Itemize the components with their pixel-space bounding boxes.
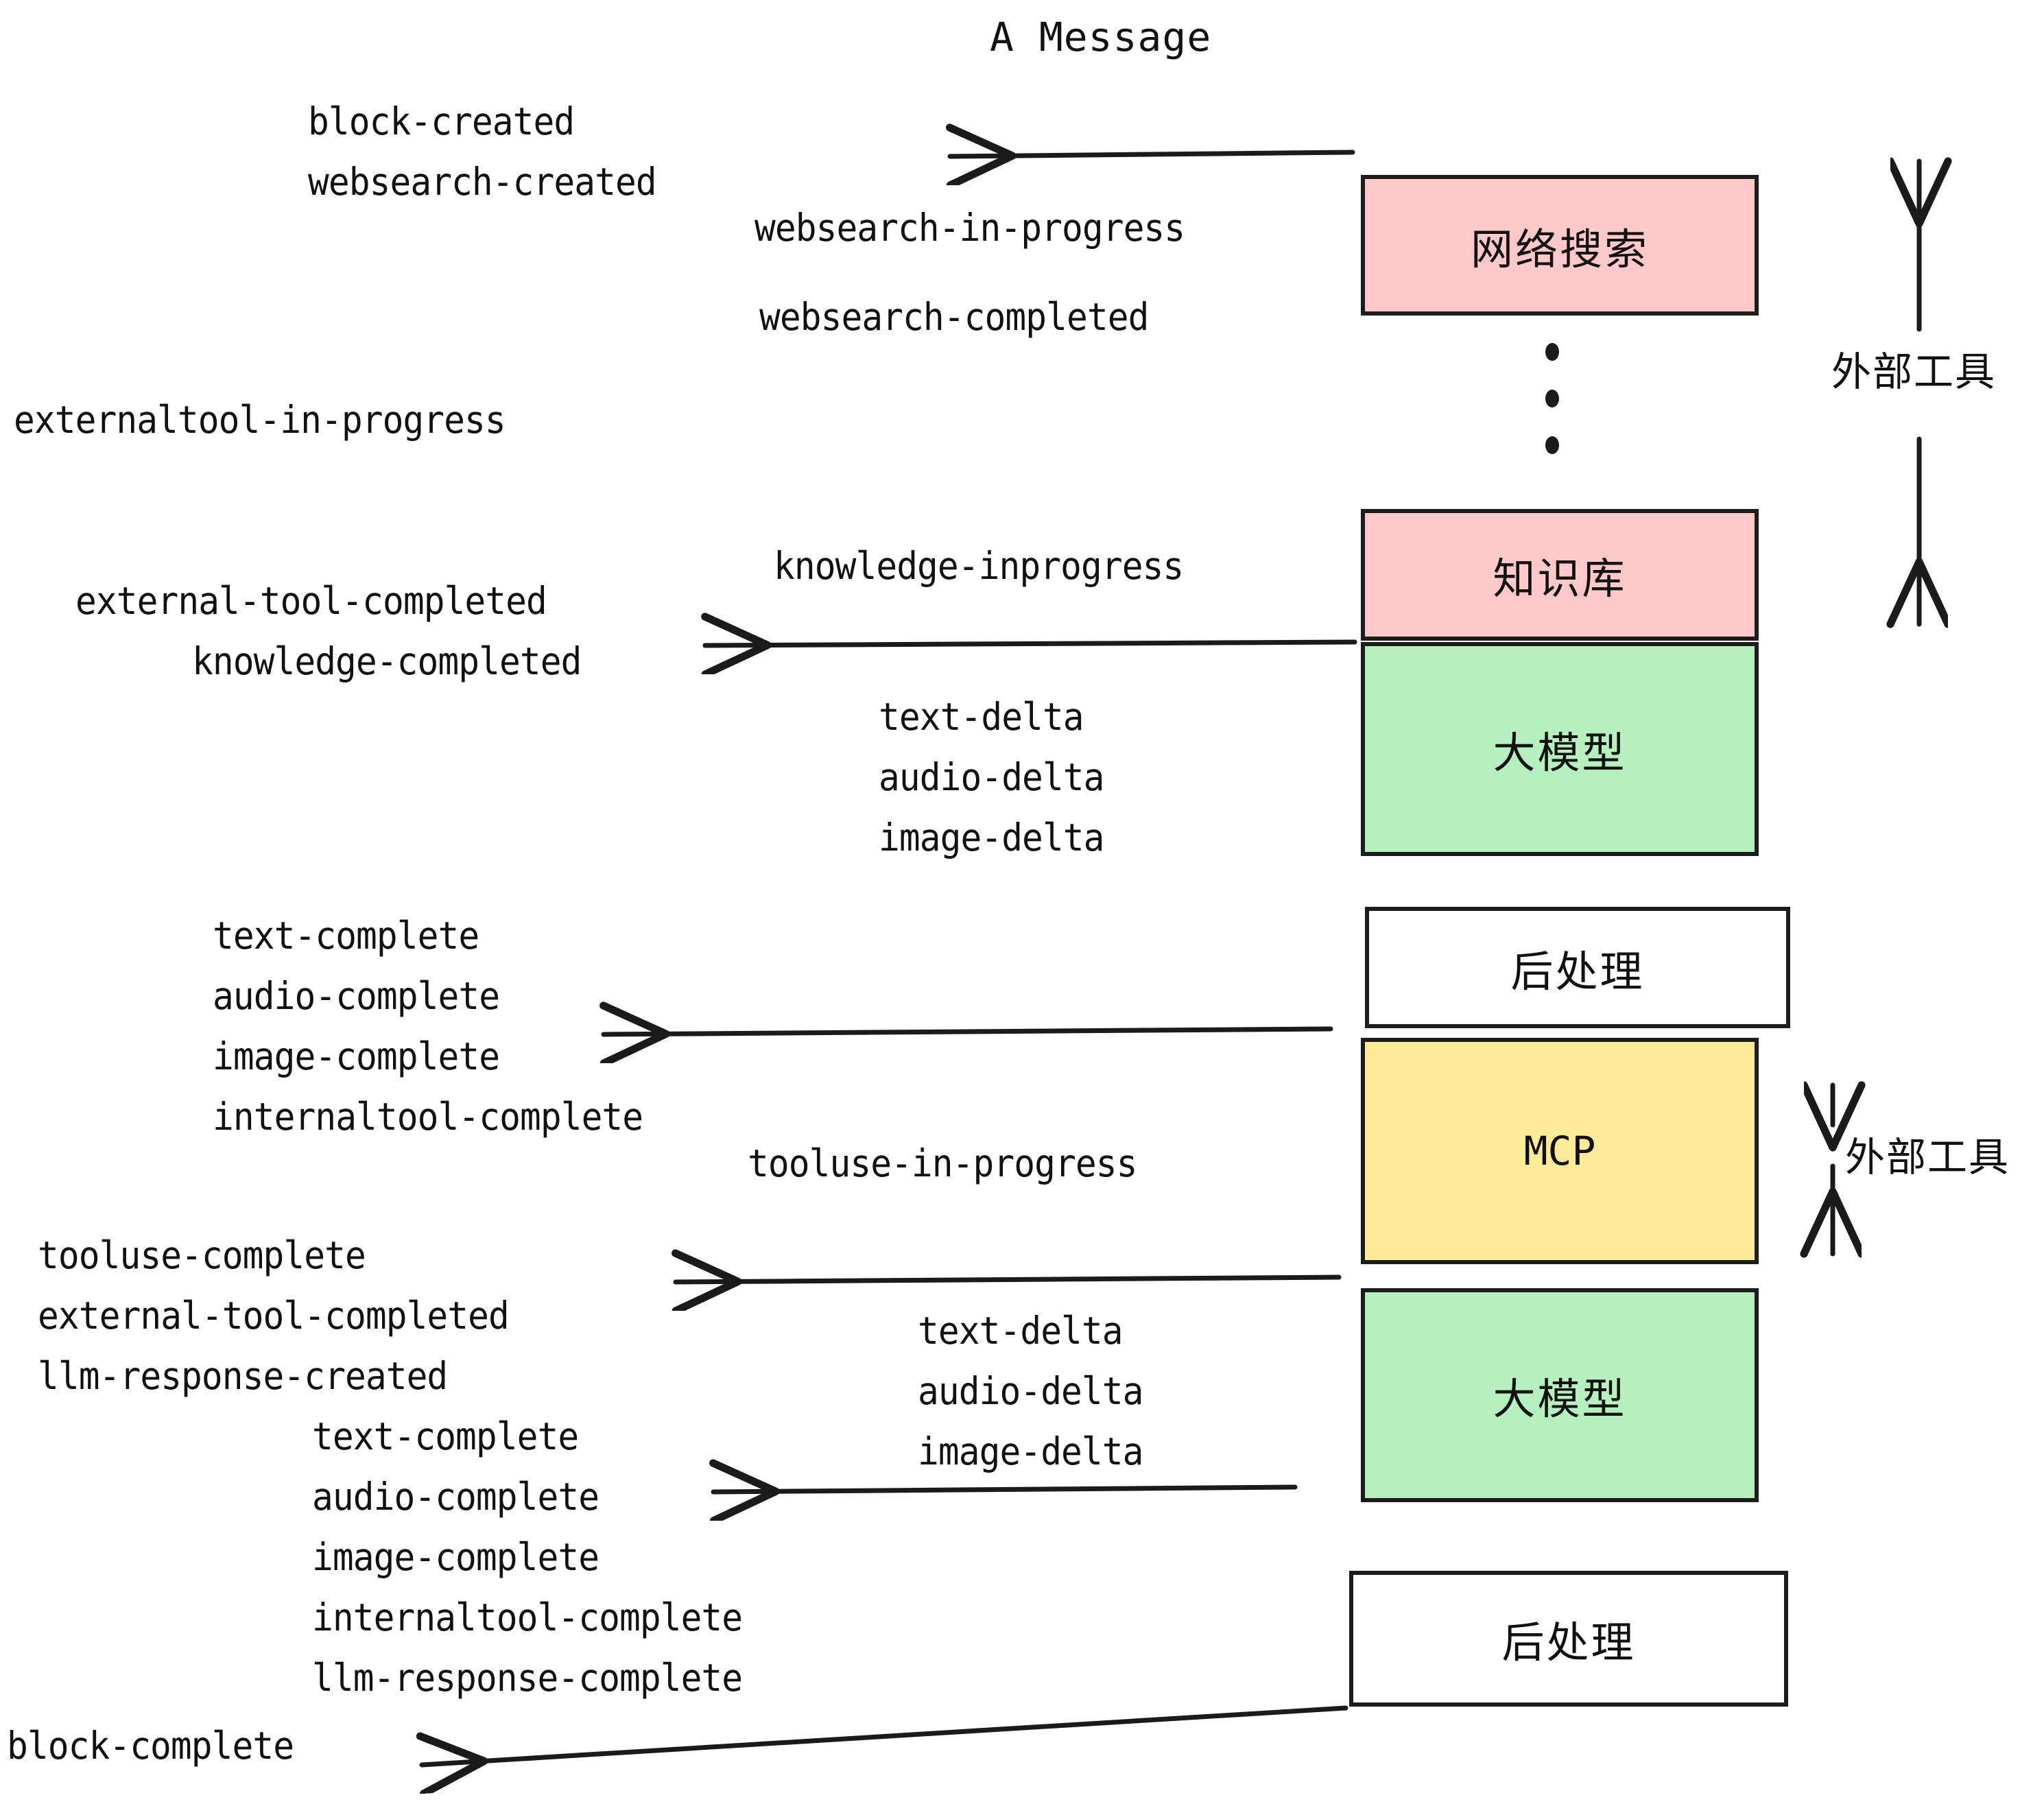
arrow-postprocess-to-image-complete bbox=[604, 1029, 1333, 1034]
event-label-text-complete-2: text-complete bbox=[312, 1414, 579, 1458]
event-label-audio-delta-1: audio-delta bbox=[879, 755, 1104, 799]
event-label-internaltool-complete-2: internaltool-complete bbox=[312, 1595, 743, 1639]
arrow-websearch-to-block-created bbox=[950, 152, 1355, 156]
event-label-audio-complete-1: audio-complete bbox=[213, 974, 500, 1018]
event-label-block-created: block-created bbox=[308, 99, 575, 143]
box-websearch: 网络搜索 bbox=[1361, 175, 1759, 316]
side-label-external-tool-top: 外部工具 bbox=[1831, 348, 1997, 395]
event-label-text-delta-2: text-delta bbox=[918, 1309, 1124, 1353]
box-mcp: MCP bbox=[1361, 1038, 1759, 1264]
box-websearch-label: 网络搜索 bbox=[1470, 224, 1649, 274]
vertical-ellipsis bbox=[1545, 343, 1563, 466]
side-label-external-tool-bottom: 外部工具 bbox=[1845, 1134, 2010, 1180]
box-llm-top-label: 大模型 bbox=[1493, 728, 1627, 778]
box-llm-bottom-label: 大模型 bbox=[1493, 1374, 1627, 1424]
box-llm-bottom: 大模型 bbox=[1361, 1288, 1759, 1502]
box-postprocess-bottom: 后处理 bbox=[1349, 1571, 1788, 1707]
event-label-internaltool-complete-1: internaltool-complete bbox=[213, 1095, 643, 1139]
event-label-llm-response-complete: llm-response-complete bbox=[312, 1656, 743, 1700]
event-label-block-complete: block-complete bbox=[7, 1724, 294, 1768]
box-postprocess-top: 后处理 bbox=[1365, 907, 1790, 1028]
event-label-image-delta-1: image-delta bbox=[879, 816, 1104, 859]
box-postprocess-top-label: 后处理 bbox=[1510, 946, 1645, 997]
box-postprocess-bottom-label: 后处理 bbox=[1501, 1617, 1636, 1667]
arrow-llm-to-audio-complete bbox=[713, 1487, 1298, 1492]
event-label-external-tool-completed-2: external-tool-completed bbox=[38, 1294, 510, 1338]
ellipsis-dot bbox=[1545, 436, 1559, 454]
ellipsis-dot bbox=[1545, 343, 1559, 361]
event-label-websearch-completed: websearch-completed bbox=[759, 295, 1149, 339]
event-label-audio-delta-2: audio-delta bbox=[918, 1369, 1143, 1413]
event-label-websearch-created: websearch-created bbox=[308, 160, 657, 204]
arrow-mcp-to-tooluse-complete bbox=[676, 1277, 1342, 1282]
box-knowledge: 知识库 bbox=[1361, 509, 1759, 641]
event-label-llm-response-created: llm-response-created bbox=[38, 1354, 448, 1398]
diagram-title: A Message bbox=[990, 14, 1212, 60]
event-label-external-tool-completed-1: external-tool-completed bbox=[75, 579, 547, 623]
event-label-websearch-in-progress: websearch-in-progress bbox=[754, 206, 1185, 250]
event-label-text-delta-1: text-delta bbox=[879, 695, 1084, 739]
ellipsis-dot bbox=[1545, 390, 1559, 407]
event-label-image-complete-2: image-complete bbox=[312, 1535, 599, 1579]
event-label-knowledge-inprogress: knowledge-inprogress bbox=[774, 544, 1184, 588]
box-knowledge-label: 知识库 bbox=[1493, 554, 1627, 604]
box-mcp-label: MCP bbox=[1523, 1128, 1596, 1174]
event-label-image-delta-2: image-delta bbox=[918, 1429, 1143, 1473]
event-label-audio-complete-2: audio-complete bbox=[312, 1475, 599, 1519]
event-label-text-complete-1: text-complete bbox=[213, 914, 479, 958]
event-label-tooluse-in-progress: tooluse-in-progress bbox=[748, 1141, 1137, 1185]
event-label-externaltool-in-progress: externaltool-in-progress bbox=[14, 398, 506, 442]
event-label-knowledge-completed: knowledge-completed bbox=[192, 639, 582, 683]
arrow-knowledge-to-knowledge-completed bbox=[705, 642, 1357, 645]
event-label-image-complete-1: image-complete bbox=[213, 1034, 500, 1078]
box-llm-top: 大模型 bbox=[1361, 642, 1759, 856]
event-label-tooluse-complete: tooluse-complete bbox=[38, 1233, 366, 1277]
arrow-postprocess-to-block-complete bbox=[422, 1705, 1348, 1765]
